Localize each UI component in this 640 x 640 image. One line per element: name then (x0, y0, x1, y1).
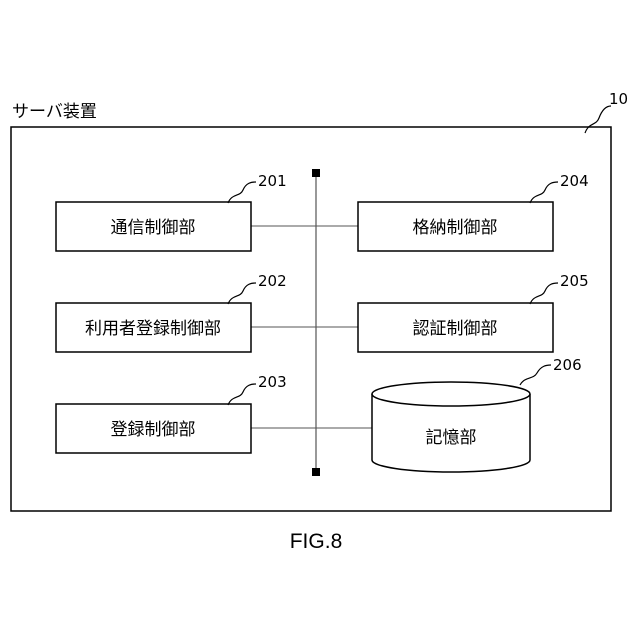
bus-end-bottom (312, 468, 320, 476)
authentication-control-label: 認証制御部 (413, 319, 498, 339)
communication-ref: 201 (258, 172, 287, 190)
server-label: サーバ装置 (12, 102, 97, 122)
memory-ref-leader (520, 365, 551, 385)
storage-control-ref: 204 (560, 172, 589, 190)
communication-control-label: 通信制御部 (111, 218, 196, 238)
server-ref: 10 (609, 90, 628, 108)
authentication-ref: 205 (560, 272, 589, 290)
user-registration-ref: 202 (258, 272, 287, 290)
registration-control-label: 登録制御部 (111, 420, 196, 440)
memory-label: 記憶部 (426, 428, 477, 448)
registration-ref: 203 (258, 373, 287, 391)
storage-control-ref-leader (530, 182, 558, 203)
bus-end-top (312, 169, 320, 177)
registration-ref-leader (228, 384, 256, 405)
authentication-ref-leader (530, 283, 558, 304)
memory-ref: 206 (553, 356, 582, 374)
user-registration-ref-leader (228, 283, 256, 304)
storage-control-label: 格納制御部 (413, 218, 498, 238)
server-ref-leader (585, 106, 611, 133)
memory-cylinder (372, 382, 530, 472)
memory-cylinder-top (372, 382, 530, 406)
figure-label: FIG.8 (290, 530, 343, 553)
user-registration-control-label: 利用者登録制御部 (85, 319, 221, 339)
communication-ref-leader (228, 182, 256, 203)
